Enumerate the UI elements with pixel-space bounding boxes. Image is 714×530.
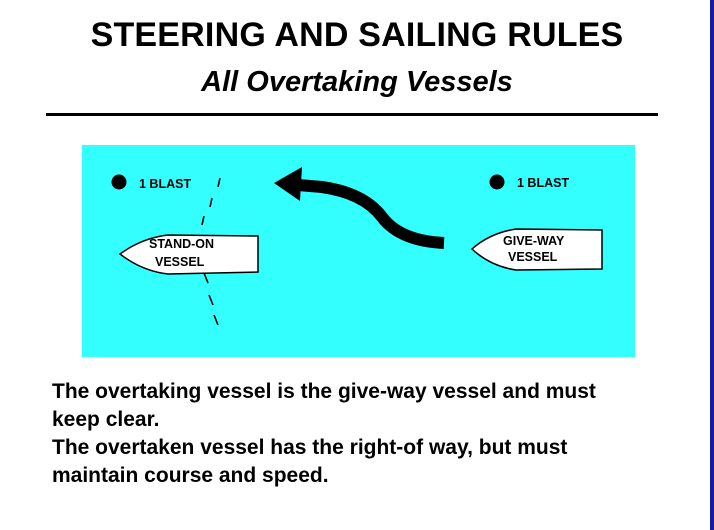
overtaking-diagram-svg: STAND-ON VESSEL 1 BLAST GIVE-WAY VESSEL … <box>82 145 635 357</box>
page-subtitle: All Overtaking Vessels <box>201 66 513 98</box>
give-way-signal-dot-icon <box>489 174 505 190</box>
curved-arrow-left-icon <box>274 167 445 249</box>
give-way-signal-label: 1 BLAST <box>517 176 569 190</box>
rule-description: The overtaking vessel is the give-way ve… <box>52 378 692 490</box>
page-title: STEERING AND SAILING RULES <box>90 16 624 54</box>
paragraph-overtaking-line2: keep clear. <box>52 408 160 431</box>
overtaking-diagram: STAND-ON VESSEL 1 BLAST GIVE-WAY VESSEL … <box>82 145 635 357</box>
stand-on-signal-dot-icon <box>111 174 127 190</box>
slide-right-edge-bar <box>710 0 714 530</box>
give-way-label-line1: GIVE-WAY <box>503 234 565 248</box>
paragraph-overtaken-line2: maintain course and speed. <box>52 464 329 487</box>
stand-on-heading-dashes <box>201 177 221 326</box>
stand-on-label-line2: VESSEL <box>155 255 205 269</box>
give-way-vessel-icon <box>470 228 603 271</box>
stand-on-signal-label: 1 BLAST <box>139 177 191 191</box>
give-way-label-line2: VESSEL <box>508 250 558 264</box>
paragraph-overtaking-line1: The overtaking vessel is the give-way ve… <box>52 380 596 403</box>
stand-on-vessel-icon <box>118 234 259 275</box>
title-divider <box>46 113 658 116</box>
stand-on-label-line1: STAND-ON <box>149 237 214 251</box>
paragraph-overtaken-line1: The overtaken vessel has the right-of wa… <box>52 436 568 459</box>
